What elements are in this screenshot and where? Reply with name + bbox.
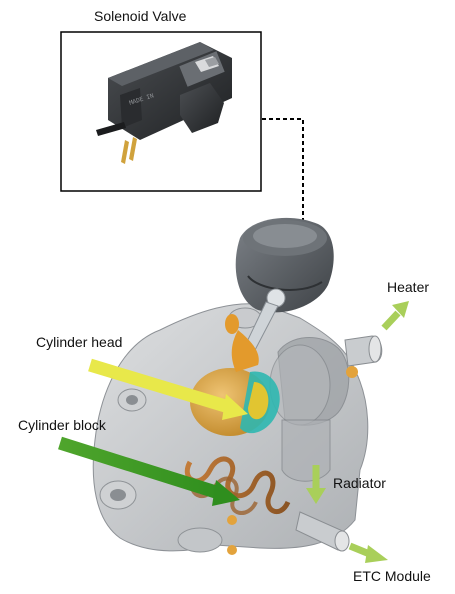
thermostat-housing: [92, 303, 383, 555]
cylinder-head-label: Cylinder head: [36, 334, 123, 350]
arrow-cylinder-block: [58, 436, 240, 506]
solenoid-valve-title: Solenoid Valve: [94, 8, 187, 24]
radiator-label: Radiator: [333, 475, 386, 491]
arrow-cylinder-head: [88, 358, 248, 420]
arrow-etc-module: [348, 542, 388, 563]
etc-module-label: ETC Module: [353, 568, 431, 584]
actuator: [235, 217, 334, 353]
arrow-radiator: [306, 465, 326, 504]
arrow-heater: [381, 301, 409, 331]
dashed-connector: [262, 118, 304, 220]
solenoid-valve-image: MADE IN: [96, 42, 232, 164]
cylinder-block-label: Cylinder block: [18, 417, 106, 433]
heater-label: Heater: [387, 279, 430, 295]
